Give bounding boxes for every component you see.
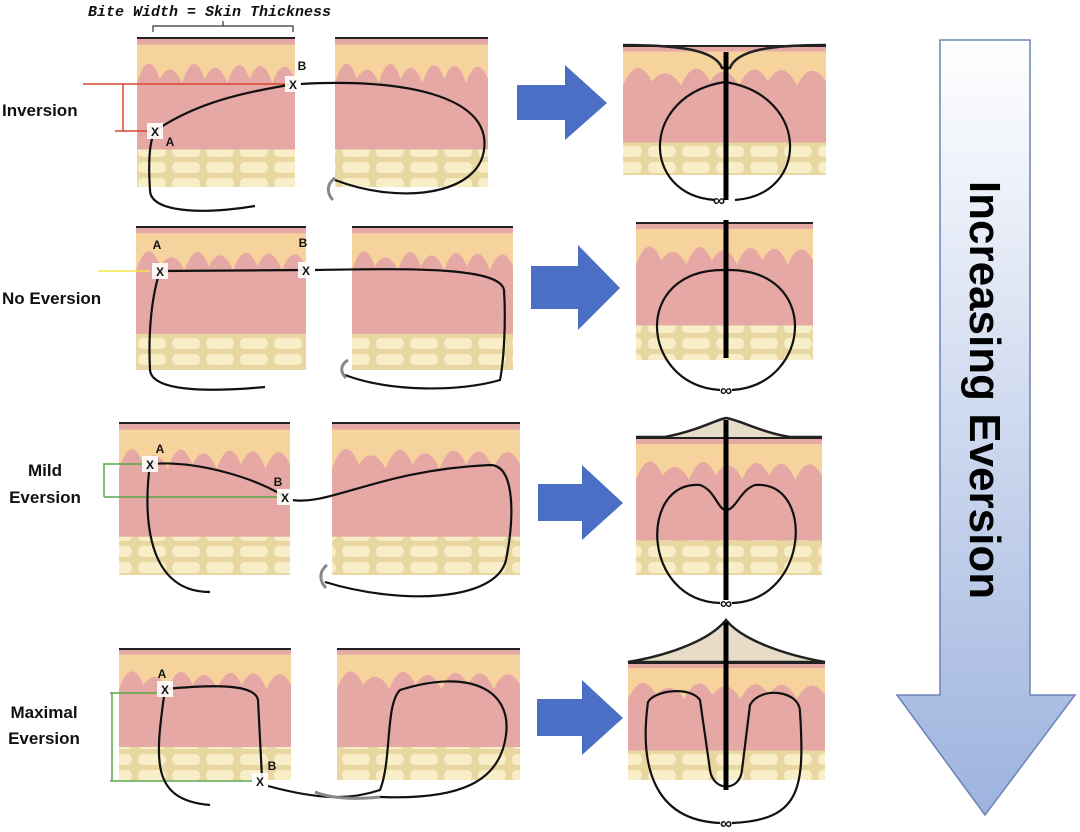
raised-tissue-surface [636,416,822,439]
arrow-down-icon [895,39,1077,817]
suture-point-b-label: B [299,236,308,250]
fat-layer [352,334,513,370]
fat-layer [335,149,488,187]
suture-point-b-label: B [268,759,277,773]
epidermis-layer [352,233,513,271]
x-mark-icon: X [161,683,169,697]
bite-width-bracket [152,21,294,32]
x-mark-icon: X [151,125,159,139]
x-mark-icon: X [302,264,310,278]
needle-hook [314,790,381,800]
row-no-eversion [98,220,797,392]
knot-icon: ∞ [720,594,732,613]
suture-path [267,680,508,799]
epidermis-layer [137,44,295,83]
x-mark-icon: X [156,265,164,279]
title: Bite Width = Skin Thickness [88,4,331,21]
suture-point-a-label: A [158,667,167,681]
suture-point-a-label: A [156,442,165,456]
skin-block [119,648,291,780]
skin-block [119,422,290,575]
suture-point-b-box [277,489,293,505]
suture-point-b-box [285,76,301,92]
transition-arrows [517,65,623,755]
row-label-mild-eversion: Eversion [9,488,81,507]
suture-point-a-box [152,263,168,279]
knots: ∞ ∞ ∞ ∞ [713,191,732,832]
row-label-mild: Mild [28,461,62,480]
fat-layer [332,536,520,575]
x-mark-icon: X [281,491,289,505]
labels: Inversion No Eversion Mild Eversion Maxi… [2,101,101,748]
suture-point-a-box [147,123,163,139]
needle-hook [326,176,336,202]
suture-path [291,463,513,598]
knot-icon: ∞ [713,191,725,210]
suture-point-a-box [142,456,158,472]
epidermis-layer [335,44,488,83]
arrow-right-icon [517,65,607,140]
big-arrow-label: Increasing Eversion [960,181,1009,599]
arrow-right-icon [531,245,620,330]
row-maximal-eversion [110,618,826,825]
epidermis-layer [119,654,291,689]
fat-layer [137,149,295,187]
suture-path [314,268,506,390]
suture-point-a-label: A [153,238,162,252]
epidermis-layer [136,233,306,271]
row-label-inversion: Inversion [2,101,78,120]
skin-blocks [119,37,826,780]
x-mark-icon: X [256,775,264,789]
suture-point-a-label: A [166,135,175,149]
row-label-no-eversion: No Eversion [2,289,101,308]
fat-layer [337,747,520,780]
suture-path [148,268,307,391]
fat-layer [119,536,290,575]
skin-block [352,226,513,370]
eversion-depth-marker [110,692,255,782]
epidermis-layer [337,654,520,689]
inversion-depth-marker [83,83,290,132]
epidermis-layer [636,443,822,480]
row-label-maximal-eversion: Eversion [8,729,80,748]
epidermis-layer [119,429,290,469]
x-mark-icon: X [146,458,154,472]
suture-path [148,82,294,212]
suture-point-b-box [252,773,268,789]
fat-layer [136,334,306,370]
epidermis-layer [332,429,520,469]
suture-point-b-label: B [274,475,283,489]
row-inversion [83,43,827,212]
suture-point-b-box [298,262,314,278]
skin-block [335,37,488,187]
closed-suture-loop [644,690,803,825]
suture-point-b-label: B [298,59,307,73]
knot-icon: ∞ [720,814,732,832]
skin-block [136,226,306,370]
x-mark-icon: X [289,78,297,92]
knot-icon: ∞ [720,381,732,400]
row-mild-eversion [103,416,822,605]
arrow-right-icon [537,680,623,755]
suture-path [299,81,486,195]
needle-hook [319,563,329,590]
arrow-right-icon [538,465,623,540]
skin-block [137,37,295,187]
needle-hook [340,358,349,380]
suture-point-a-box [157,681,173,697]
increasing-eversion-arrow: Increasing Eversion [895,39,1077,817]
skin-block [332,422,520,575]
skin-block [337,648,520,780]
row-label-maximal: Maximal [10,703,77,722]
